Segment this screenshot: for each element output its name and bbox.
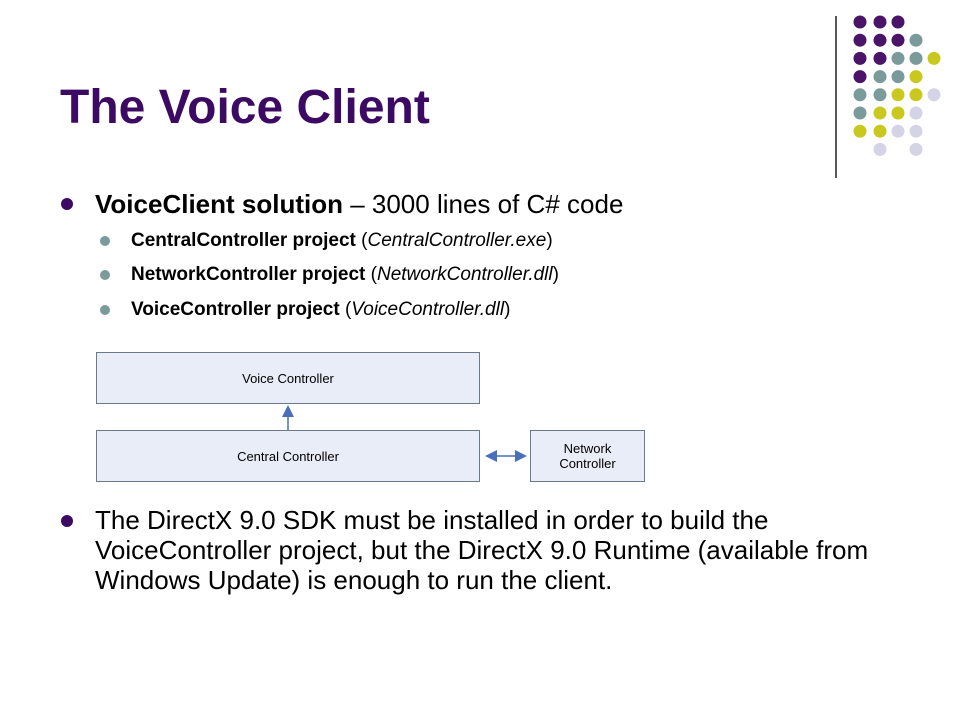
decorative-dot xyxy=(891,124,905,138)
decorative-dot xyxy=(873,142,887,156)
bullet-bold-text: VoiceClient solution xyxy=(95,189,343,219)
bullet-directx-note: The DirectX 9.0 SDK must be installed in… xyxy=(95,505,869,595)
decorative-dot xyxy=(853,15,867,29)
sub-bullet-bold: VoiceController project xyxy=(131,299,340,320)
decorative-dot xyxy=(873,70,887,84)
voice-controller-label: Voice Controller xyxy=(242,370,334,386)
paren-close: ) xyxy=(546,230,553,251)
paren-open: ( xyxy=(339,299,352,320)
decorative-dot xyxy=(853,33,867,47)
bullet-rest-text: – 3000 lines of C# code xyxy=(342,189,624,219)
decorative-dot xyxy=(909,51,923,65)
decorative-dot xyxy=(853,70,867,84)
sub-bullet-file: NetworkController.dll xyxy=(376,264,553,285)
sub-bullet-voice: VoiceController project (VoiceController… xyxy=(131,299,510,321)
diagram-arrows xyxy=(282,405,527,462)
decorative-dot xyxy=(873,15,887,29)
bullet-dot xyxy=(61,198,73,210)
voice-controller-box: Voice Controller xyxy=(96,352,480,404)
decorative-dot xyxy=(891,33,905,47)
sub-bullet-file: CentralController.exe xyxy=(367,230,547,251)
paren-open: ( xyxy=(365,264,377,285)
decorative-dot xyxy=(909,106,923,120)
sub-bullet-dot xyxy=(100,305,110,315)
sub-bullet-network: NetworkController project (NetworkContro… xyxy=(131,264,559,286)
decorative-vertical-line xyxy=(835,16,837,178)
bullet-dot xyxy=(61,515,73,527)
decorative-dot xyxy=(853,88,867,102)
bullet-voiceclient-solution: VoiceClient solution – 3000 lines of C# … xyxy=(95,189,623,220)
network-controller-box: Network Controller xyxy=(530,430,645,482)
network-controller-label-line2: Controller xyxy=(559,456,616,471)
decorative-dot xyxy=(853,51,867,65)
decorative-dot xyxy=(909,33,923,47)
decorative-dot xyxy=(873,51,887,65)
decorative-dot xyxy=(909,124,923,138)
decorative-dot xyxy=(891,70,905,84)
central-controller-label: Central Controller xyxy=(237,448,339,464)
decorative-dot xyxy=(909,88,923,102)
paren-open: ( xyxy=(355,230,368,251)
decorative-dot xyxy=(909,70,923,84)
sub-bullet-dot xyxy=(100,236,110,246)
decorative-dot xyxy=(891,15,905,29)
decorative-dot xyxy=(891,88,905,102)
decorative-dot xyxy=(909,142,923,156)
decorative-dot xyxy=(853,106,867,120)
decorative-dot xyxy=(927,88,941,102)
paren-close: ) xyxy=(504,299,511,320)
sub-bullet-bold: CentralController project xyxy=(131,230,356,251)
sub-bullet-file: VoiceController.dll xyxy=(351,299,505,320)
paren-close: ) xyxy=(552,264,559,285)
decorative-dot xyxy=(873,106,887,120)
decorative-dot xyxy=(873,124,887,138)
sub-bullet-central: CentralController project (CentralContro… xyxy=(131,230,553,252)
sub-bullet-bold: NetworkController project xyxy=(131,264,366,285)
sub-bullet-dot xyxy=(100,270,110,280)
decorative-dot xyxy=(873,88,887,102)
decorative-dot xyxy=(891,106,905,120)
network-controller-label-line1: Network xyxy=(563,441,612,456)
decorative-dot xyxy=(873,33,887,47)
decorative-dot xyxy=(891,51,905,65)
slide-title: The Voice Client xyxy=(60,81,430,134)
decorative-dot xyxy=(927,51,941,65)
decorative-dot xyxy=(853,124,867,138)
central-controller-box: Central Controller xyxy=(96,430,480,482)
